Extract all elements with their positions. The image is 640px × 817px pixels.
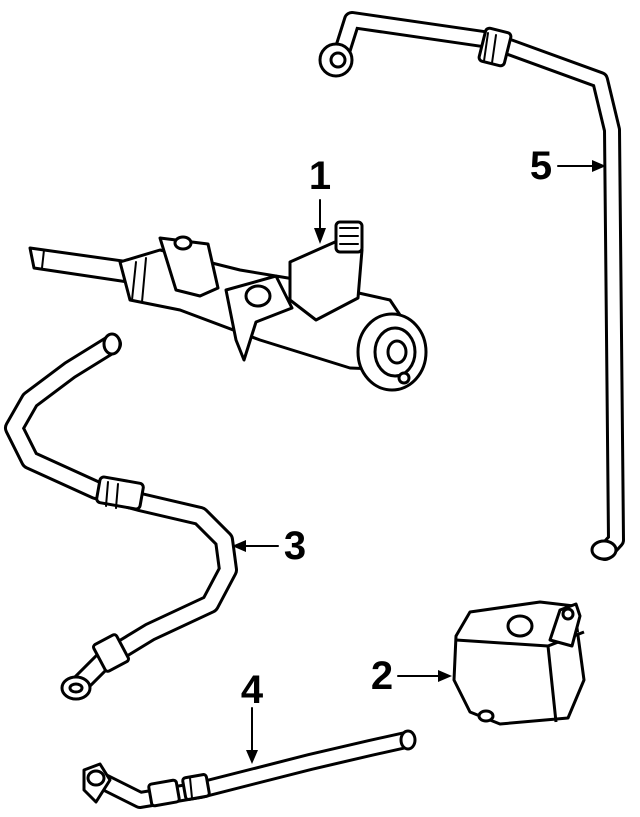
reservoir-icon (452, 600, 586, 726)
steering-rack-icon (28, 220, 428, 392)
callout-1: 1 (308, 154, 332, 198)
callout-4: 4 (240, 668, 264, 712)
callout-3: 3 (283, 524, 307, 568)
return-hose-icon (82, 729, 417, 809)
callout-2: 2 (370, 654, 394, 698)
leader-lines (232, 160, 606, 764)
callout-5: 5 (529, 144, 553, 188)
return-line-icon (318, 11, 625, 561)
pressure-hose-icon (4, 332, 238, 701)
